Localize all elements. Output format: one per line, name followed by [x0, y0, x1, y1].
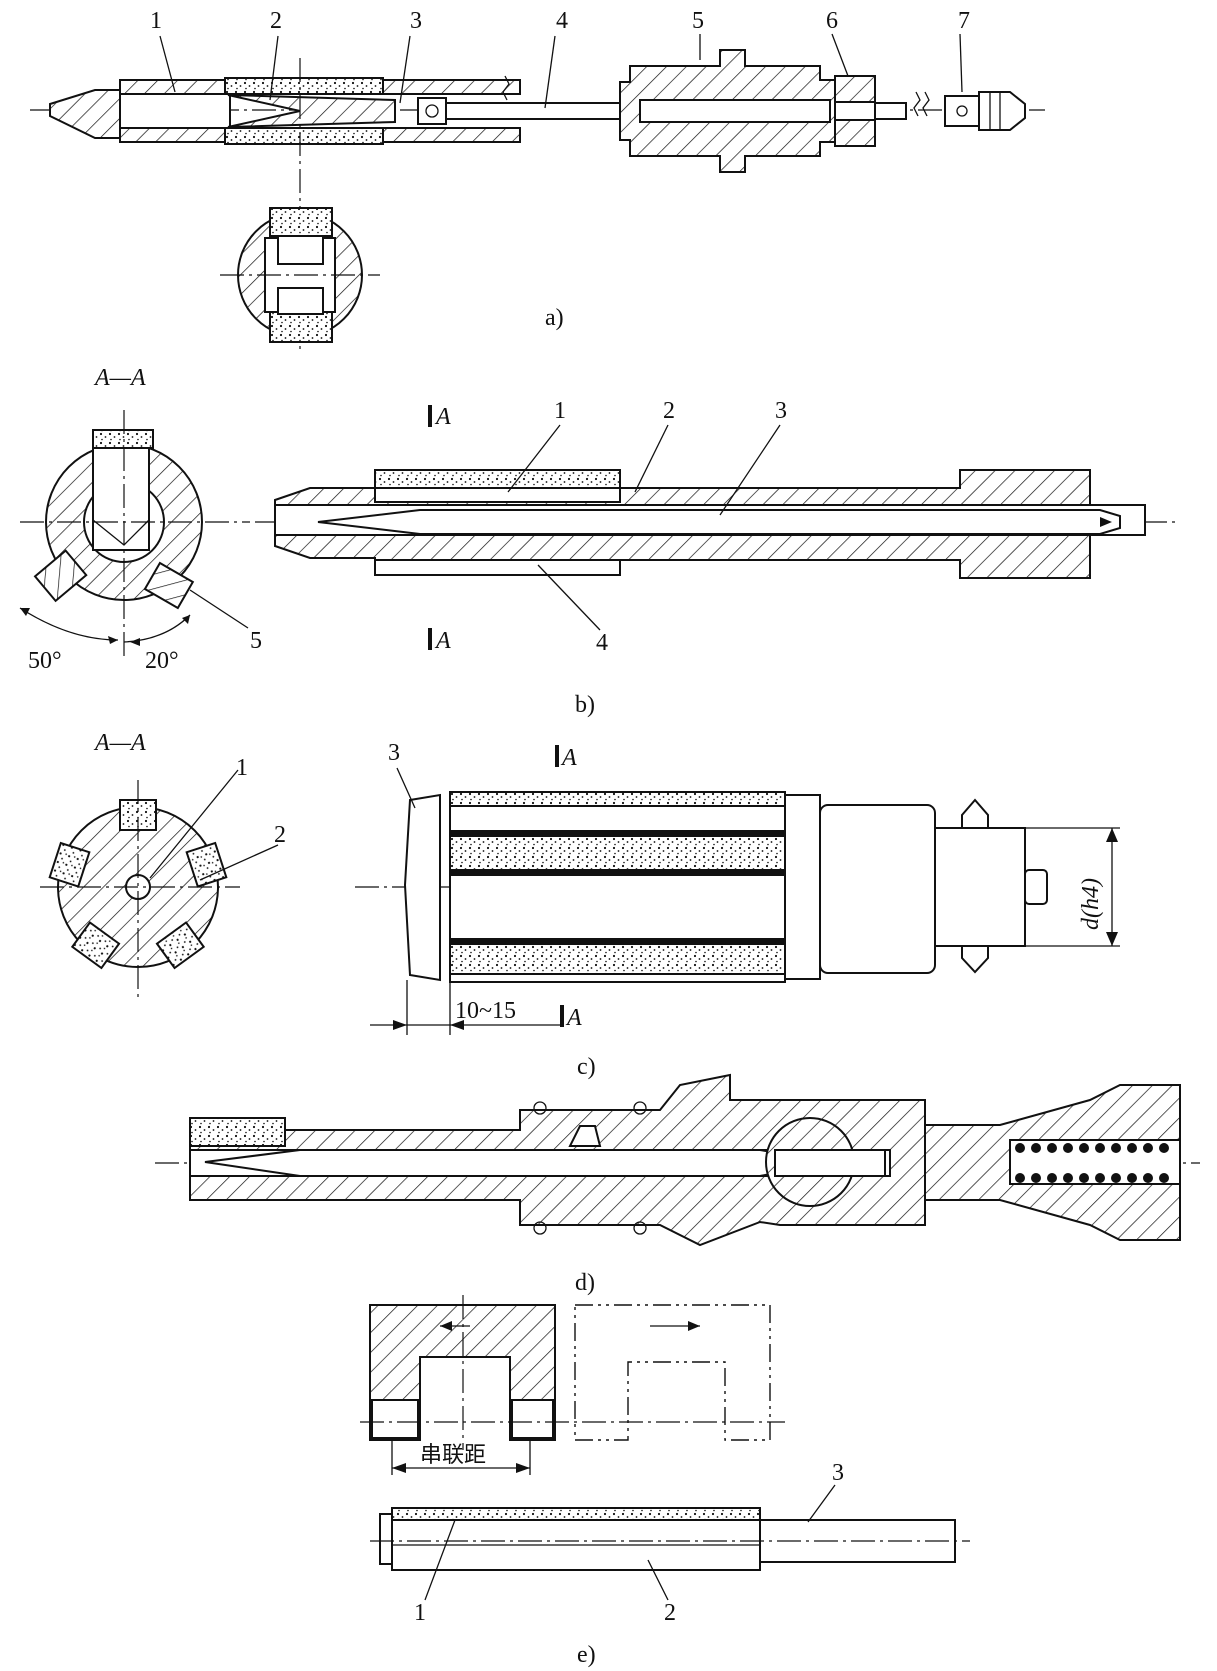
dimension-d-h4: d(h4) [1078, 878, 1104, 930]
b-abrasive-stone [374, 469, 621, 489]
b-stone-holder-1 [374, 487, 621, 503]
d-abrasive-stone [189, 1117, 286, 1147]
c-end-cap-3 [403, 793, 441, 982]
head-body-bore [119, 93, 231, 129]
callout-c-2: 2 [274, 822, 286, 848]
callout-a-5: 5 [692, 8, 704, 34]
abrasive-stone-upper [224, 77, 384, 95]
caption-d: d) [575, 1270, 595, 1296]
callout-e-1: 1 [414, 1600, 426, 1626]
dimension-series-distance: 串联距 [420, 1443, 486, 1468]
angle-20: 20° [145, 648, 179, 674]
callout-e-2: 2 [664, 1600, 676, 1626]
c-stone-strip-2 [449, 835, 786, 871]
callout-c-1: 1 [236, 755, 248, 781]
end-knob-pin [944, 95, 980, 127]
caption-c: c) [577, 1054, 596, 1080]
callout-a-1: 1 [150, 8, 162, 34]
section-b-guide-right [143, 561, 195, 610]
cross-pin-block [417, 97, 447, 125]
section-title-c: A—A [93, 730, 146, 756]
abrasive-stone-lower [224, 127, 384, 145]
callout-b-1: 1 [554, 398, 566, 424]
e-workpiece-right-phantom [574, 1304, 771, 1441]
caption-b: b) [575, 692, 595, 718]
section-mark-b-bottom: A [434, 628, 451, 654]
callout-a-6: 6 [826, 8, 838, 34]
c-coupling [934, 827, 1026, 947]
callout-e-3: 3 [832, 1460, 844, 1486]
c-shank [819, 804, 936, 974]
section-b-guide-left [33, 549, 88, 603]
d-taper-rod [204, 1149, 831, 1177]
section-b-stone [92, 429, 154, 449]
d-spring-coils [1015, 1143, 1169, 1183]
section-c-stones [48, 799, 228, 970]
section-a-stone-top [269, 207, 333, 237]
callout-b-5: 5 [250, 628, 262, 654]
panel-a: 1 2 3 4 5 6 7 a) [30, 8, 1045, 350]
callout-c-3: 3 [388, 740, 400, 766]
caption-e: e) [577, 1642, 596, 1668]
panel-c: A—A 1 2 [40, 730, 1120, 1080]
end-knob-cap [978, 91, 1026, 131]
c-stone-strip-1 [449, 791, 786, 807]
callout-a-3: 3 [410, 8, 422, 34]
callout-b-2: 2 [663, 398, 675, 424]
caption-a: a) [545, 305, 564, 331]
b-guide-bar-4 [374, 559, 621, 576]
e-abrasive-stone-1 [391, 1507, 761, 1521]
c-stone-strip-3 [449, 943, 786, 975]
section-title-b: A—A [93, 365, 146, 391]
section-a-stone-bottom [269, 311, 333, 343]
panel-b: A—A 50° 20° 5 [19, 365, 1175, 718]
honing-head-nose [49, 89, 121, 139]
panel-d: d) [155, 1073, 1200, 1296]
callout-a-2: 2 [270, 8, 282, 34]
b-taper-rod [317, 509, 1121, 535]
expansion-cone [227, 94, 396, 128]
callout-b-3: 3 [775, 398, 787, 424]
panel-e: 串联距 1 2 3 e) [360, 1295, 970, 1668]
section-mark-c-bottom: A [565, 1005, 582, 1031]
section-mark-b-top: A [434, 404, 451, 430]
callout-b-4: 4 [596, 630, 608, 656]
angle-50: 50° [28, 648, 62, 674]
section-mark-c-top: A [560, 745, 577, 771]
callout-a-7: 7 [958, 8, 970, 34]
dimension-10-15: 10~15 [455, 998, 516, 1024]
callout-a-4: 4 [556, 8, 568, 34]
